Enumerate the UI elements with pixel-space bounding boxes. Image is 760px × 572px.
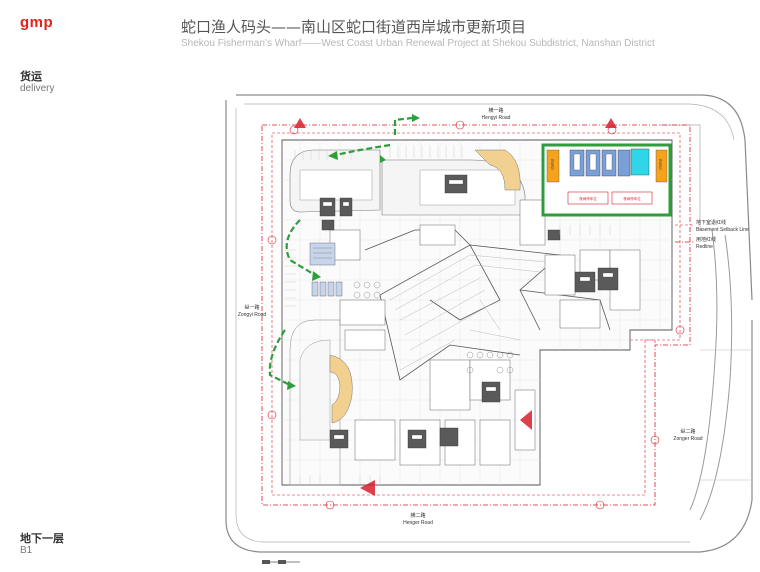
water-tank — [630, 148, 650, 176]
road-east-label: 纵二路 — [680, 428, 695, 435]
page-title: 蛇口渔人码头——南山区蛇口街道西岸城市更新项目 — [181, 18, 527, 36]
road-north-label-en: Hengyi Road — [482, 115, 511, 121]
ramp-north — [474, 149, 521, 191]
road-west-label-en: Zongyi Road — [238, 312, 267, 318]
night-parking-2-label: 夜间停车位 — [623, 196, 641, 201]
redline — [261, 124, 691, 506]
night-parking-1-label: 夜间停车位 — [579, 196, 597, 201]
delivery-arrow-icon — [287, 114, 420, 390]
level-title: 地下一层 — [20, 532, 64, 545]
loading-bays — [569, 149, 631, 177]
road-north-label: 横一路 — [488, 107, 503, 114]
topic-title: 货运 — [20, 70, 42, 83]
night-parking-1 — [567, 191, 609, 205]
loading-space-left-label: 货车位 — [550, 158, 555, 169]
gmp-logo: gmp — [20, 14, 54, 31]
delivery-route — [268, 116, 413, 386]
legend-redline-label-en: Redline — [696, 244, 713, 250]
road-curb-east — [699, 320, 753, 553]
legend-setback-label: 地下室退红线 — [696, 219, 726, 226]
road-east-label-en: Zonger Road — [673, 436, 702, 442]
loading-space-left — [546, 149, 560, 183]
ramp-west — [329, 354, 353, 424]
page-subtitle: Shekou Fisherman’s Wharf——West Coast Urb… — [181, 38, 655, 49]
night-parking-2 — [611, 191, 653, 205]
scale-bar — [262, 560, 300, 564]
road-curb-north — [236, 94, 753, 301]
road-south-label-en: Henger Road — [403, 520, 433, 526]
loading-space-right — [655, 149, 668, 183]
topic-subtitle: delivery — [20, 83, 55, 94]
road-west-label: 纵一路 — [244, 304, 259, 311]
level-subtitle: B1 — [20, 545, 33, 556]
legend-setback-label-en: Basement Setback Line — [696, 227, 749, 233]
road-curb-west — [225, 100, 700, 553]
legend-redline-label: 用地红线 — [696, 236, 716, 243]
road-south-label: 横二路 — [410, 512, 425, 519]
loading-space-right-label: 货车位 — [658, 158, 663, 169]
